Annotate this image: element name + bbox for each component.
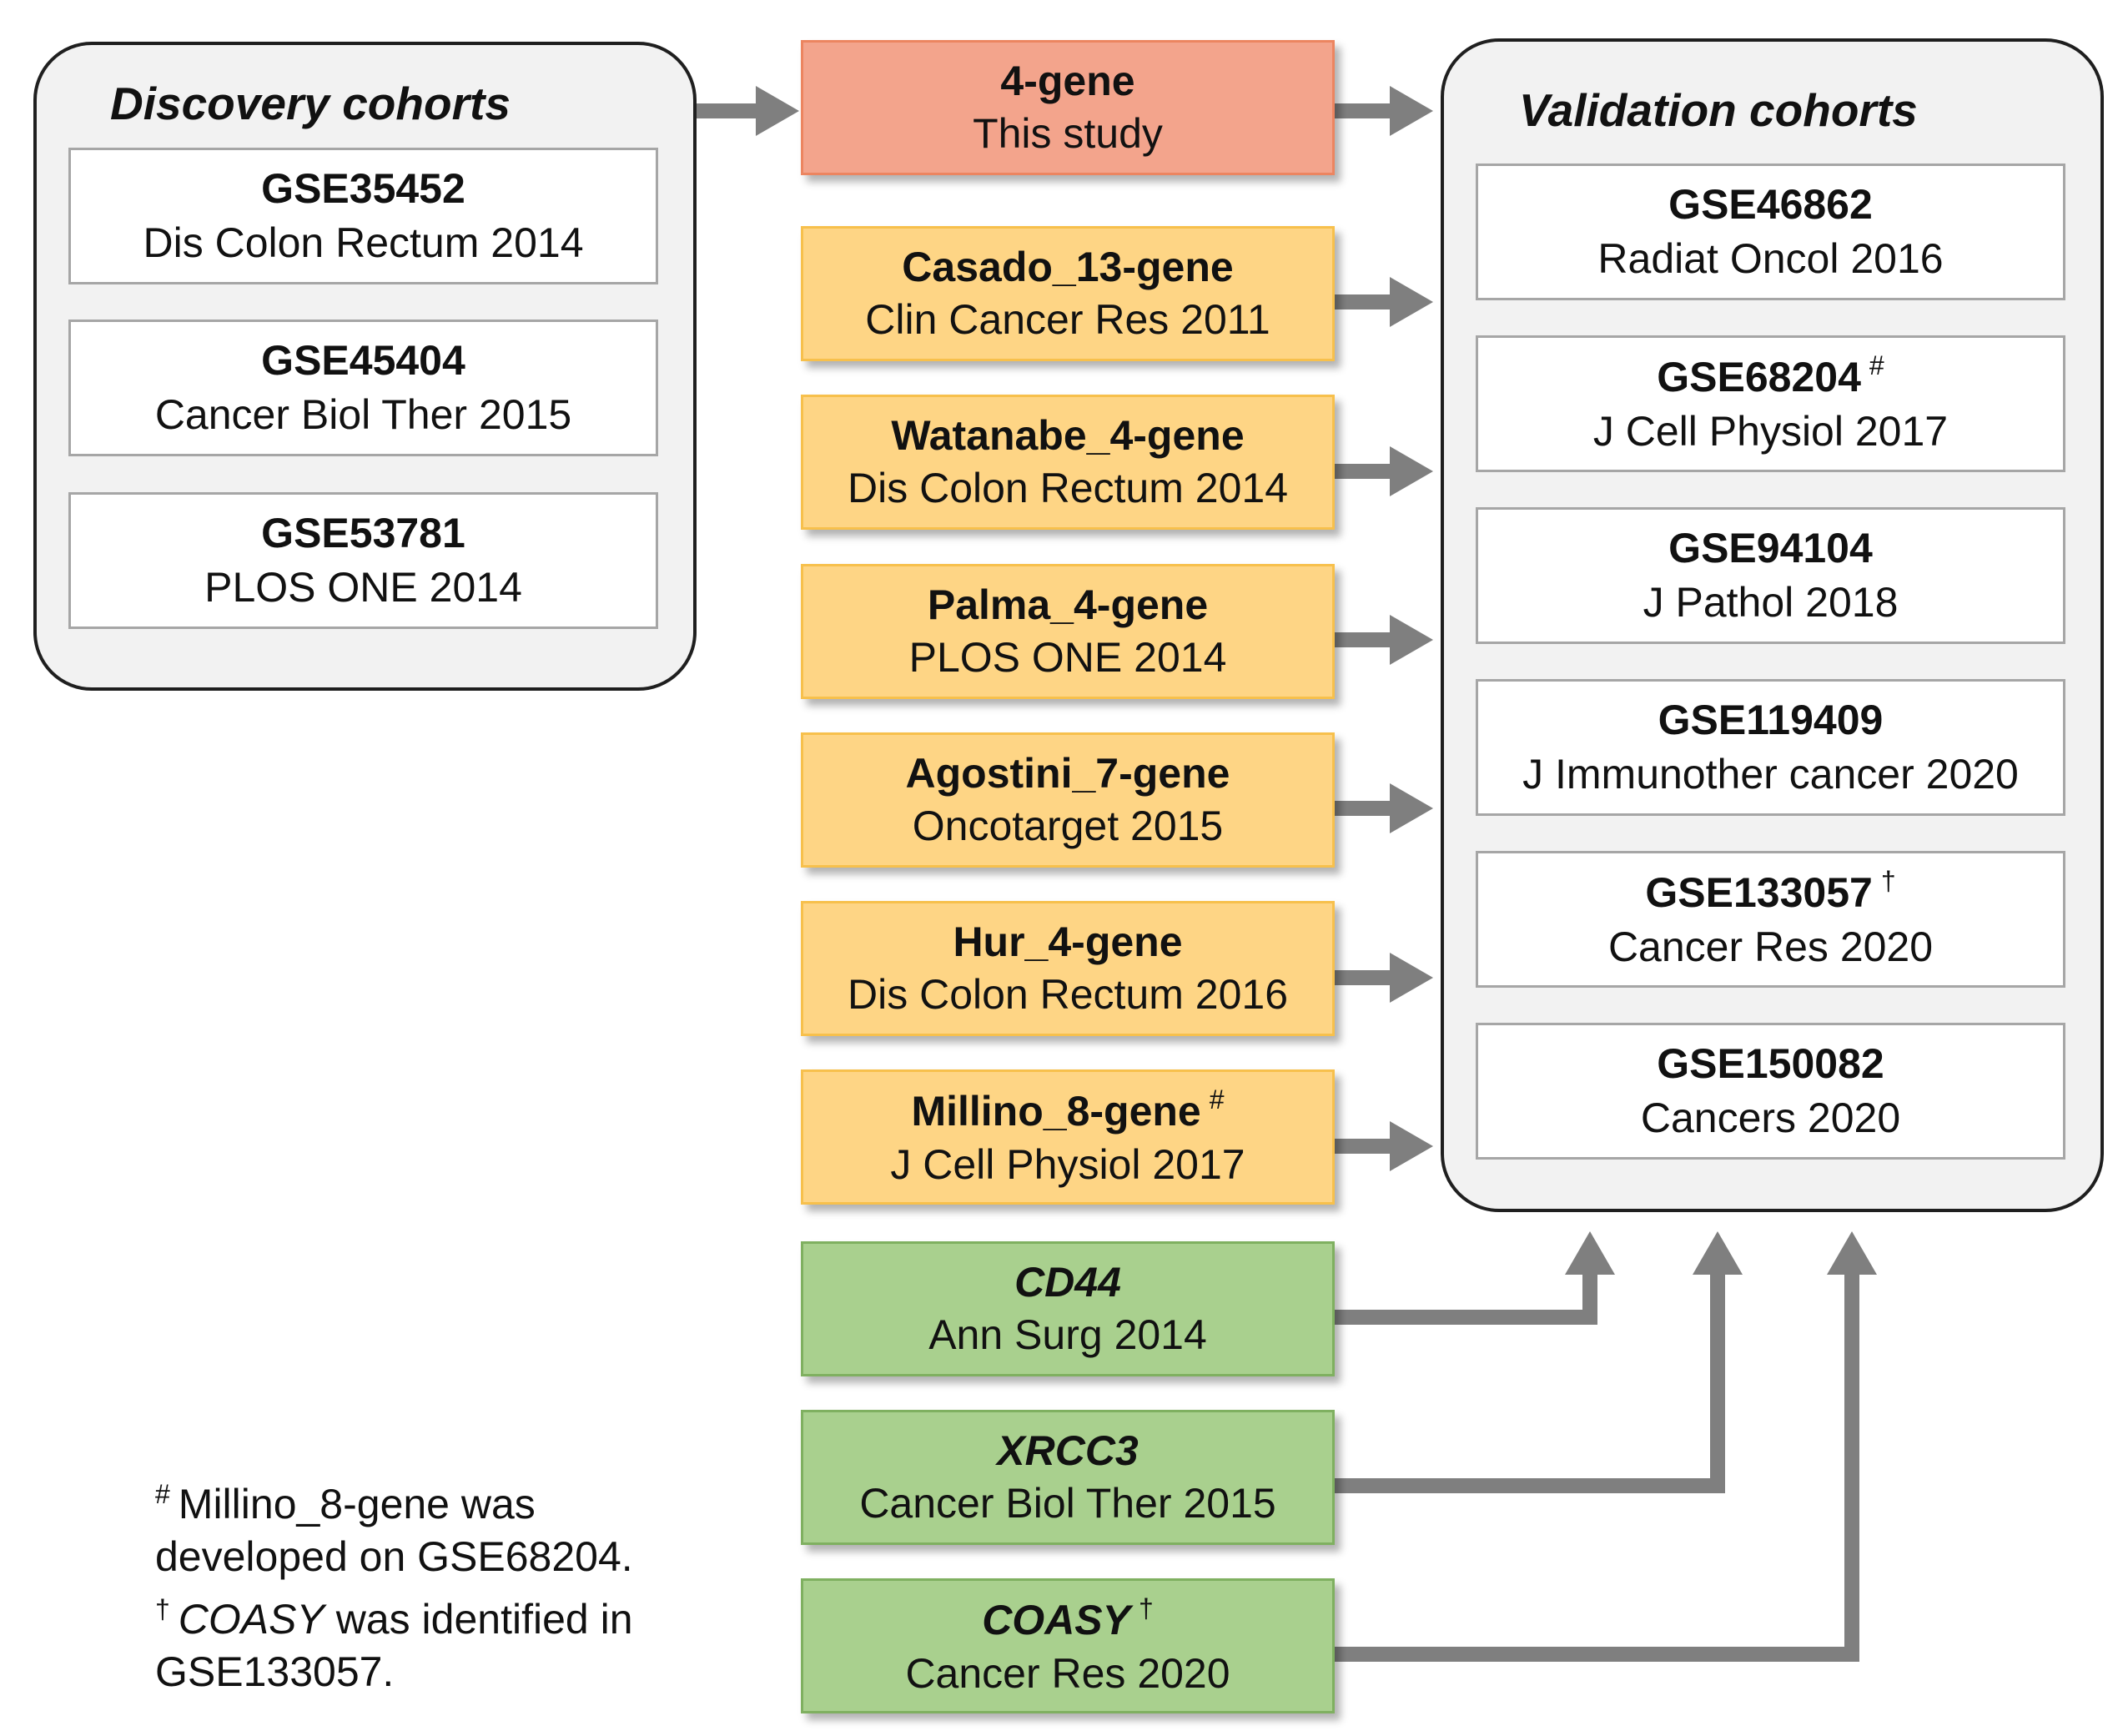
signature-name: Watanabe_4-gene bbox=[891, 411, 1245, 459]
cohort-id: GSE53781 bbox=[261, 510, 465, 556]
signature-ref: Clin Cancer Res 2011 bbox=[865, 296, 1270, 343]
validation-cohort-1: GSE46862 Radiat Oncol 2016 bbox=[1476, 164, 2065, 300]
signature-name-text: Millino_8-gene bbox=[911, 1088, 1201, 1135]
signature-name: Millino_8-gene # bbox=[911, 1083, 1224, 1139]
cohort-id: GSE35452 bbox=[261, 165, 465, 212]
validation-cohort-3: GSE94104 J Pathol 2018 bbox=[1476, 507, 2065, 644]
discovery-cohort-2: GSE45404 Cancer Biol Ther 2015 bbox=[68, 320, 658, 456]
signature-name: Palma_4-gene bbox=[927, 581, 1209, 628]
arrow-gene-1-shaft bbox=[1335, 1275, 1597, 1325]
footnote-gene: COASY bbox=[178, 1596, 324, 1643]
cohort-id: GSE133057† bbox=[1645, 864, 1895, 920]
signature-millino: Millino_8-gene # J Cell Physiol 2017 bbox=[801, 1069, 1335, 1205]
signature-name: XRCC3 bbox=[997, 1427, 1139, 1474]
cohort-ref: J Immunother cancer 2020 bbox=[1522, 751, 2019, 798]
cohort-id: GSE45404 bbox=[261, 337, 465, 384]
signature-name: CD44 bbox=[1014, 1258, 1121, 1306]
validation-title: Validation cohorts bbox=[1519, 84, 1918, 136]
footnote-hash-line1: # Millino_8-gene was bbox=[155, 1468, 633, 1531]
arrow-signature-2-head bbox=[1390, 277, 1433, 327]
arrow-signature-5-head bbox=[1390, 783, 1433, 833]
signature-palma: Palma_4-gene PLOS ONE 2014 bbox=[801, 564, 1335, 699]
signature-ref: Ann Surg 2014 bbox=[928, 1311, 1207, 1358]
hash-mark: # bbox=[1209, 1084, 1225, 1115]
signature-name: 4-gene bbox=[1000, 57, 1135, 104]
cohort-id: GSE46862 bbox=[1668, 181, 1873, 228]
signature-watanabe: Watanabe_4-gene Dis Colon Rectum 2014 bbox=[801, 395, 1335, 530]
arrow-gene-3-shaft bbox=[1335, 1275, 1859, 1662]
validation-cohort-2: GSE68204 # J Cell Physiol 2017 bbox=[1476, 335, 2065, 472]
validation-cohort-5: GSE133057† Cancer Res 2020 bbox=[1476, 851, 2065, 988]
signature-xrcc3: XRCC3 Cancer Biol Ther 2015 bbox=[801, 1410, 1335, 1545]
signature-cd44: CD44 Ann Surg 2014 bbox=[801, 1241, 1335, 1376]
footnote-dagger-text: was identified in bbox=[324, 1596, 633, 1643]
signature-ref: Dis Colon Rectum 2014 bbox=[847, 465, 1289, 511]
signature-this-study: 4-gene This study bbox=[801, 40, 1335, 175]
arrow-gene-2-shaft bbox=[1335, 1275, 1725, 1493]
cohort-ref: PLOS ONE 2014 bbox=[204, 564, 522, 611]
arrow-signature-3-head bbox=[1390, 446, 1433, 496]
arrow-gene-1-head bbox=[1565, 1231, 1615, 1275]
signature-casado: Casado_13-gene Clin Cancer Res 2011 bbox=[801, 226, 1335, 361]
arrow-signature-1-head bbox=[1390, 86, 1433, 136]
signature-ref: Cancer Biol Ther 2015 bbox=[859, 1480, 1276, 1527]
discovery-title: Discovery cohorts bbox=[110, 78, 511, 129]
cohort-ref: Cancers 2020 bbox=[1640, 1094, 1901, 1141]
signature-name: Agostini_7-gene bbox=[905, 749, 1230, 797]
cohort-ref: J Cell Physiol 2017 bbox=[1592, 408, 1949, 455]
signature-ref: PLOS ONE 2014 bbox=[908, 634, 1227, 681]
arrow-gene-2-head bbox=[1693, 1231, 1743, 1275]
cohort-id: GSE119409 bbox=[1658, 697, 1884, 743]
dagger-mark: † bbox=[1139, 1593, 1154, 1623]
arrow-group bbox=[697, 86, 1877, 1662]
arrow-signature-4-head bbox=[1390, 615, 1433, 665]
signature-hur: Hur_4-gene Dis Colon Rectum 2016 bbox=[801, 901, 1335, 1036]
signature-ref: Cancer Res 2020 bbox=[905, 1649, 1230, 1697]
validation-cohort-4: GSE119409 J Immunother cancer 2020 bbox=[1476, 679, 2065, 816]
signature-ref: J Cell Physiol 2017 bbox=[890, 1140, 1245, 1188]
signature-name: COASY † bbox=[982, 1592, 1154, 1648]
footnote-hash-line2: developed on GSE68204. bbox=[155, 1533, 633, 1580]
cohort-ref: Cancer Res 2020 bbox=[1607, 923, 1934, 970]
signature-name-text: COASY bbox=[982, 1597, 1130, 1643]
cohort-id: GSE94104 bbox=[1668, 525, 1873, 571]
footnote-hash-text: Millino_8-gene was bbox=[178, 1481, 536, 1527]
dagger-mark: † bbox=[1880, 866, 1896, 896]
arrow-signature-7-head bbox=[1390, 1121, 1433, 1171]
arrow-signature-6-head bbox=[1390, 953, 1433, 1003]
cohort-id: GSE68204 # bbox=[1657, 349, 1884, 405]
signature-ref: Oncotarget 2015 bbox=[912, 803, 1224, 849]
cohort-ref: J Pathol 2018 bbox=[1643, 579, 1899, 626]
footnote-dagger-line2: GSE133057. bbox=[155, 1648, 395, 1695]
discovery-cohort-3: GSE53781 PLOS ONE 2014 bbox=[68, 492, 658, 629]
cohort-ref: Radiat Oncol 2016 bbox=[1597, 235, 1944, 282]
cohort-id-text: GSE133057 bbox=[1645, 869, 1873, 916]
cohort-id: GSE150082 bbox=[1657, 1040, 1884, 1087]
signature-ref: This study bbox=[973, 110, 1163, 157]
cohort-id-text: GSE68204 bbox=[1657, 354, 1861, 400]
dagger-mark: † bbox=[155, 1594, 170, 1624]
cohort-ref: Dis Colon Rectum 2014 bbox=[143, 219, 584, 266]
signature-name: Hur_4-gene bbox=[953, 918, 1183, 965]
signature-agostini: Agostini_7-gene Oncotarget 2015 bbox=[801, 732, 1335, 868]
arrow-discovery-head bbox=[756, 86, 799, 136]
hash-mark: # bbox=[155, 1479, 170, 1509]
arrow-gene-3-head bbox=[1827, 1231, 1877, 1275]
signature-name: Casado_13-gene bbox=[902, 243, 1234, 290]
validation-cohort-6: GSE150082 Cancers 2020 bbox=[1476, 1023, 2065, 1160]
cohort-ref: Cancer Biol Ther 2015 bbox=[154, 391, 572, 438]
hash-mark: # bbox=[1869, 350, 1884, 380]
signature-ref: Dis Colon Rectum 2016 bbox=[847, 971, 1289, 1018]
footnote-dagger-line1: † COASY was identified in bbox=[155, 1583, 633, 1646]
signature-coasy: COASY † Cancer Res 2020 bbox=[801, 1578, 1335, 1713]
discovery-cohort-1: GSE35452 Dis Colon Rectum 2014 bbox=[68, 148, 658, 284]
footnotes: # Millino_8-gene was developed on GSE6820… bbox=[155, 1468, 633, 1698]
